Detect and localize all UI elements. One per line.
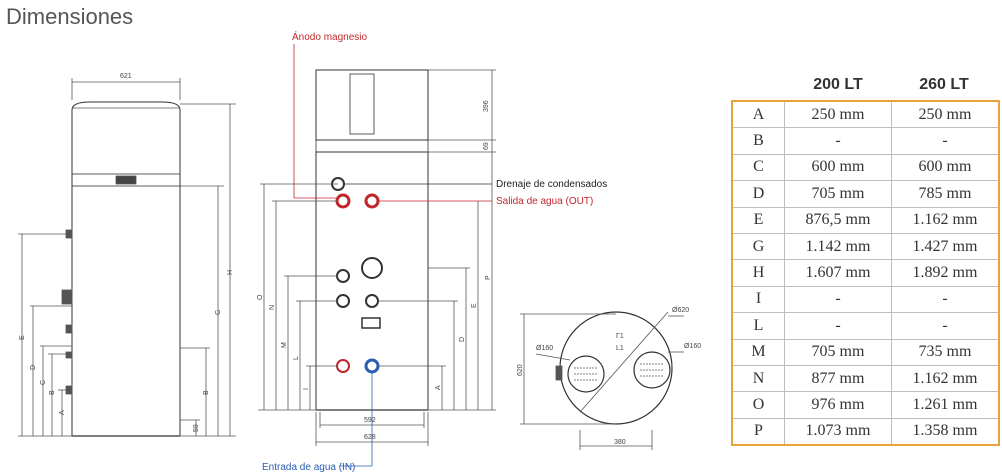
dim-O: O bbox=[257, 294, 264, 300]
row-letter: L bbox=[732, 312, 785, 340]
row-letter: B bbox=[732, 127, 785, 155]
value-260lt: 735 mm bbox=[891, 338, 999, 366]
row-letter: O bbox=[732, 391, 785, 419]
dim-P: P bbox=[485, 275, 492, 280]
value-200lt: 705 mm bbox=[784, 338, 892, 366]
row-letter: H bbox=[732, 259, 785, 287]
value-260lt: - bbox=[891, 285, 999, 314]
value-200lt: 877 mm bbox=[784, 364, 892, 393]
label-entrada: Entrada de agua (IN) bbox=[262, 462, 355, 473]
label-anodo: Ánodo magnesio bbox=[292, 30, 367, 43]
label-drenaje: Drenaje de condensados bbox=[496, 179, 607, 190]
row-letter: M bbox=[732, 338, 785, 366]
value-260lt: - bbox=[891, 312, 999, 340]
row-letter: G bbox=[732, 232, 785, 261]
row-letter: C bbox=[732, 153, 785, 182]
dim-C-left: C bbox=[40, 380, 47, 385]
dim-69: 69 bbox=[483, 142, 490, 150]
side-view bbox=[18, 78, 236, 437]
dim-L: L bbox=[293, 356, 300, 360]
dim-d620: Ø620 bbox=[672, 307, 689, 314]
value-200lt: 250 mm bbox=[784, 100, 892, 129]
value-200lt: 600 mm bbox=[784, 153, 892, 182]
front-view bbox=[258, 44, 496, 467]
dim-380: 380 bbox=[614, 439, 626, 446]
dim-396: 396 bbox=[483, 100, 490, 112]
dim-I: I bbox=[303, 388, 310, 390]
top-view: Γ1 L1 bbox=[520, 311, 684, 450]
dim-B-side: B bbox=[203, 390, 210, 395]
value-200lt: 1.142 mm bbox=[784, 232, 892, 261]
value-200lt: 1.607 mm bbox=[784, 259, 892, 287]
dim-G-side: G bbox=[215, 310, 222, 315]
value-260lt: 1.162 mm bbox=[891, 364, 999, 393]
dim-N: N bbox=[269, 305, 276, 310]
value-200lt: 705 mm bbox=[784, 180, 892, 208]
value-260lt: 1.427 mm bbox=[891, 232, 999, 261]
table-row: B-- bbox=[732, 127, 999, 155]
row-letter: I bbox=[732, 285, 785, 314]
dim-H-side: H bbox=[227, 270, 234, 275]
value-260lt: 600 mm bbox=[891, 153, 999, 182]
row-letter: A bbox=[732, 100, 785, 129]
value-260lt: 250 mm bbox=[891, 100, 999, 129]
dim-621: 621 bbox=[120, 73, 132, 80]
row-letter: D bbox=[732, 180, 785, 208]
label-salida: Salida de agua (OUT) bbox=[496, 196, 593, 207]
value-260lt: 1.358 mm bbox=[891, 417, 999, 446]
value-200lt: 976 mm bbox=[784, 391, 892, 419]
value-260lt: 1.162 mm bbox=[891, 206, 999, 234]
col-header-200: 200 LT bbox=[813, 76, 863, 93]
dim-D-left: D bbox=[30, 365, 37, 370]
dim-A-left: A bbox=[59, 410, 66, 415]
row-letter: N bbox=[732, 364, 785, 393]
dim-d160-right: Ø160 bbox=[684, 343, 701, 350]
dim-E-left: E bbox=[19, 335, 26, 340]
dim-E: E bbox=[471, 303, 478, 308]
dim-M: M bbox=[281, 342, 288, 348]
table-row: L-- bbox=[732, 312, 999, 340]
value-260lt: 1.892 mm bbox=[891, 259, 999, 287]
dim-d160-left: Ø160 bbox=[536, 345, 553, 352]
value-200lt: - bbox=[784, 285, 892, 314]
dim-A: A bbox=[435, 385, 442, 390]
value-200lt: - bbox=[784, 127, 892, 155]
value-260lt: 785 mm bbox=[891, 180, 999, 208]
value-260lt: - bbox=[891, 127, 999, 155]
svg-text:L1: L1 bbox=[616, 345, 624, 352]
table-row: I-- bbox=[732, 285, 999, 314]
dim-620-vert: 620 bbox=[517, 364, 524, 376]
row-letter: P bbox=[732, 417, 785, 446]
col-header-260: 260 LT bbox=[919, 76, 969, 93]
dim-628: 628 bbox=[364, 434, 376, 441]
value-200lt: 1.073 mm bbox=[784, 417, 892, 446]
dim-D: D bbox=[459, 337, 466, 342]
row-letter: E bbox=[732, 206, 785, 234]
svg-text:Γ1: Γ1 bbox=[616, 333, 624, 340]
page-title: Dimensiones bbox=[6, 4, 134, 29]
value-260lt: 1.261 mm bbox=[891, 391, 999, 419]
value-200lt: - bbox=[784, 312, 892, 340]
dim-592: 592 bbox=[364, 417, 376, 424]
dim-B-left: B bbox=[49, 390, 56, 395]
dim-59: 59 bbox=[193, 424, 200, 432]
value-200lt: 876,5 mm bbox=[784, 206, 892, 234]
